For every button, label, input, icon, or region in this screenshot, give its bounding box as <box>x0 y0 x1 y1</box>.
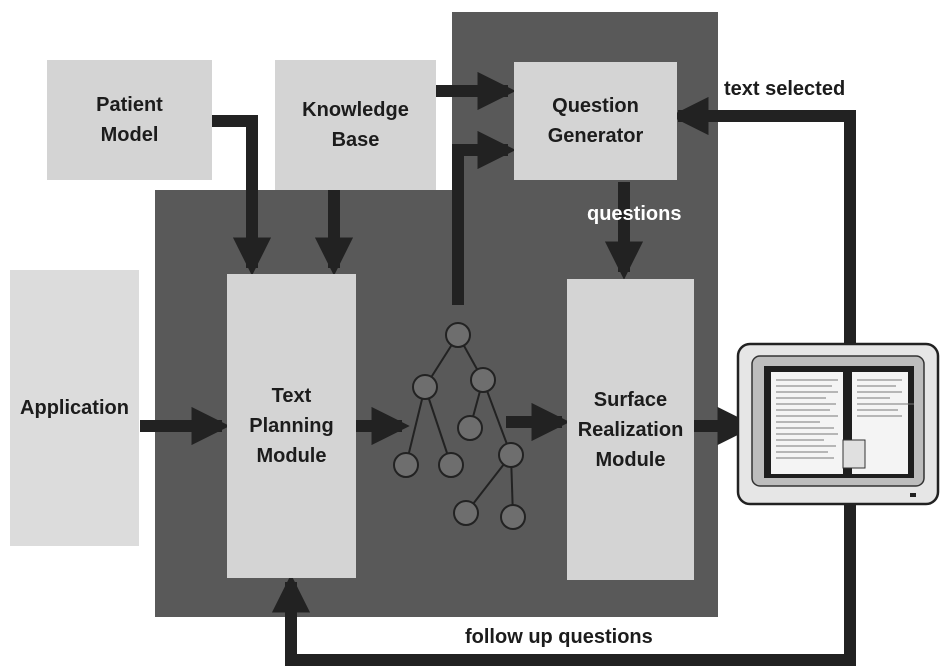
tree-node <box>393 452 419 478</box>
surface-realization-module-box: Surface Realization Module <box>567 279 694 580</box>
tree-node-root <box>445 322 471 348</box>
discourse-tree <box>393 322 526 530</box>
knowledge-base-box: Knowledge Base <box>275 60 436 190</box>
follow-up-questions-label: follow up questions <box>465 626 653 648</box>
monitor-icon <box>736 342 940 506</box>
patient-model-box: Patient Model <box>47 60 212 180</box>
text-planning-module-box: Text Planning Module <box>227 274 356 578</box>
tree-node <box>500 504 526 530</box>
text-selected-label: text selected <box>724 78 846 100</box>
arrow-monitor-to-question-generator <box>670 96 856 348</box>
question-generator-box: Question Generator <box>514 62 677 180</box>
tree-node <box>453 500 479 526</box>
tree-node <box>457 415 483 441</box>
tree-node <box>438 452 464 478</box>
tree-node <box>470 367 496 393</box>
questions-label: questions <box>587 203 682 225</box>
arrow-patient-to-planning <box>212 115 272 276</box>
arrow-tree-to-question-generator <box>452 130 516 305</box>
tree-node <box>412 374 438 400</box>
arrow-follow-up-loop <box>271 505 856 666</box>
tree-node <box>498 442 524 468</box>
application-box: Application <box>10 270 139 546</box>
